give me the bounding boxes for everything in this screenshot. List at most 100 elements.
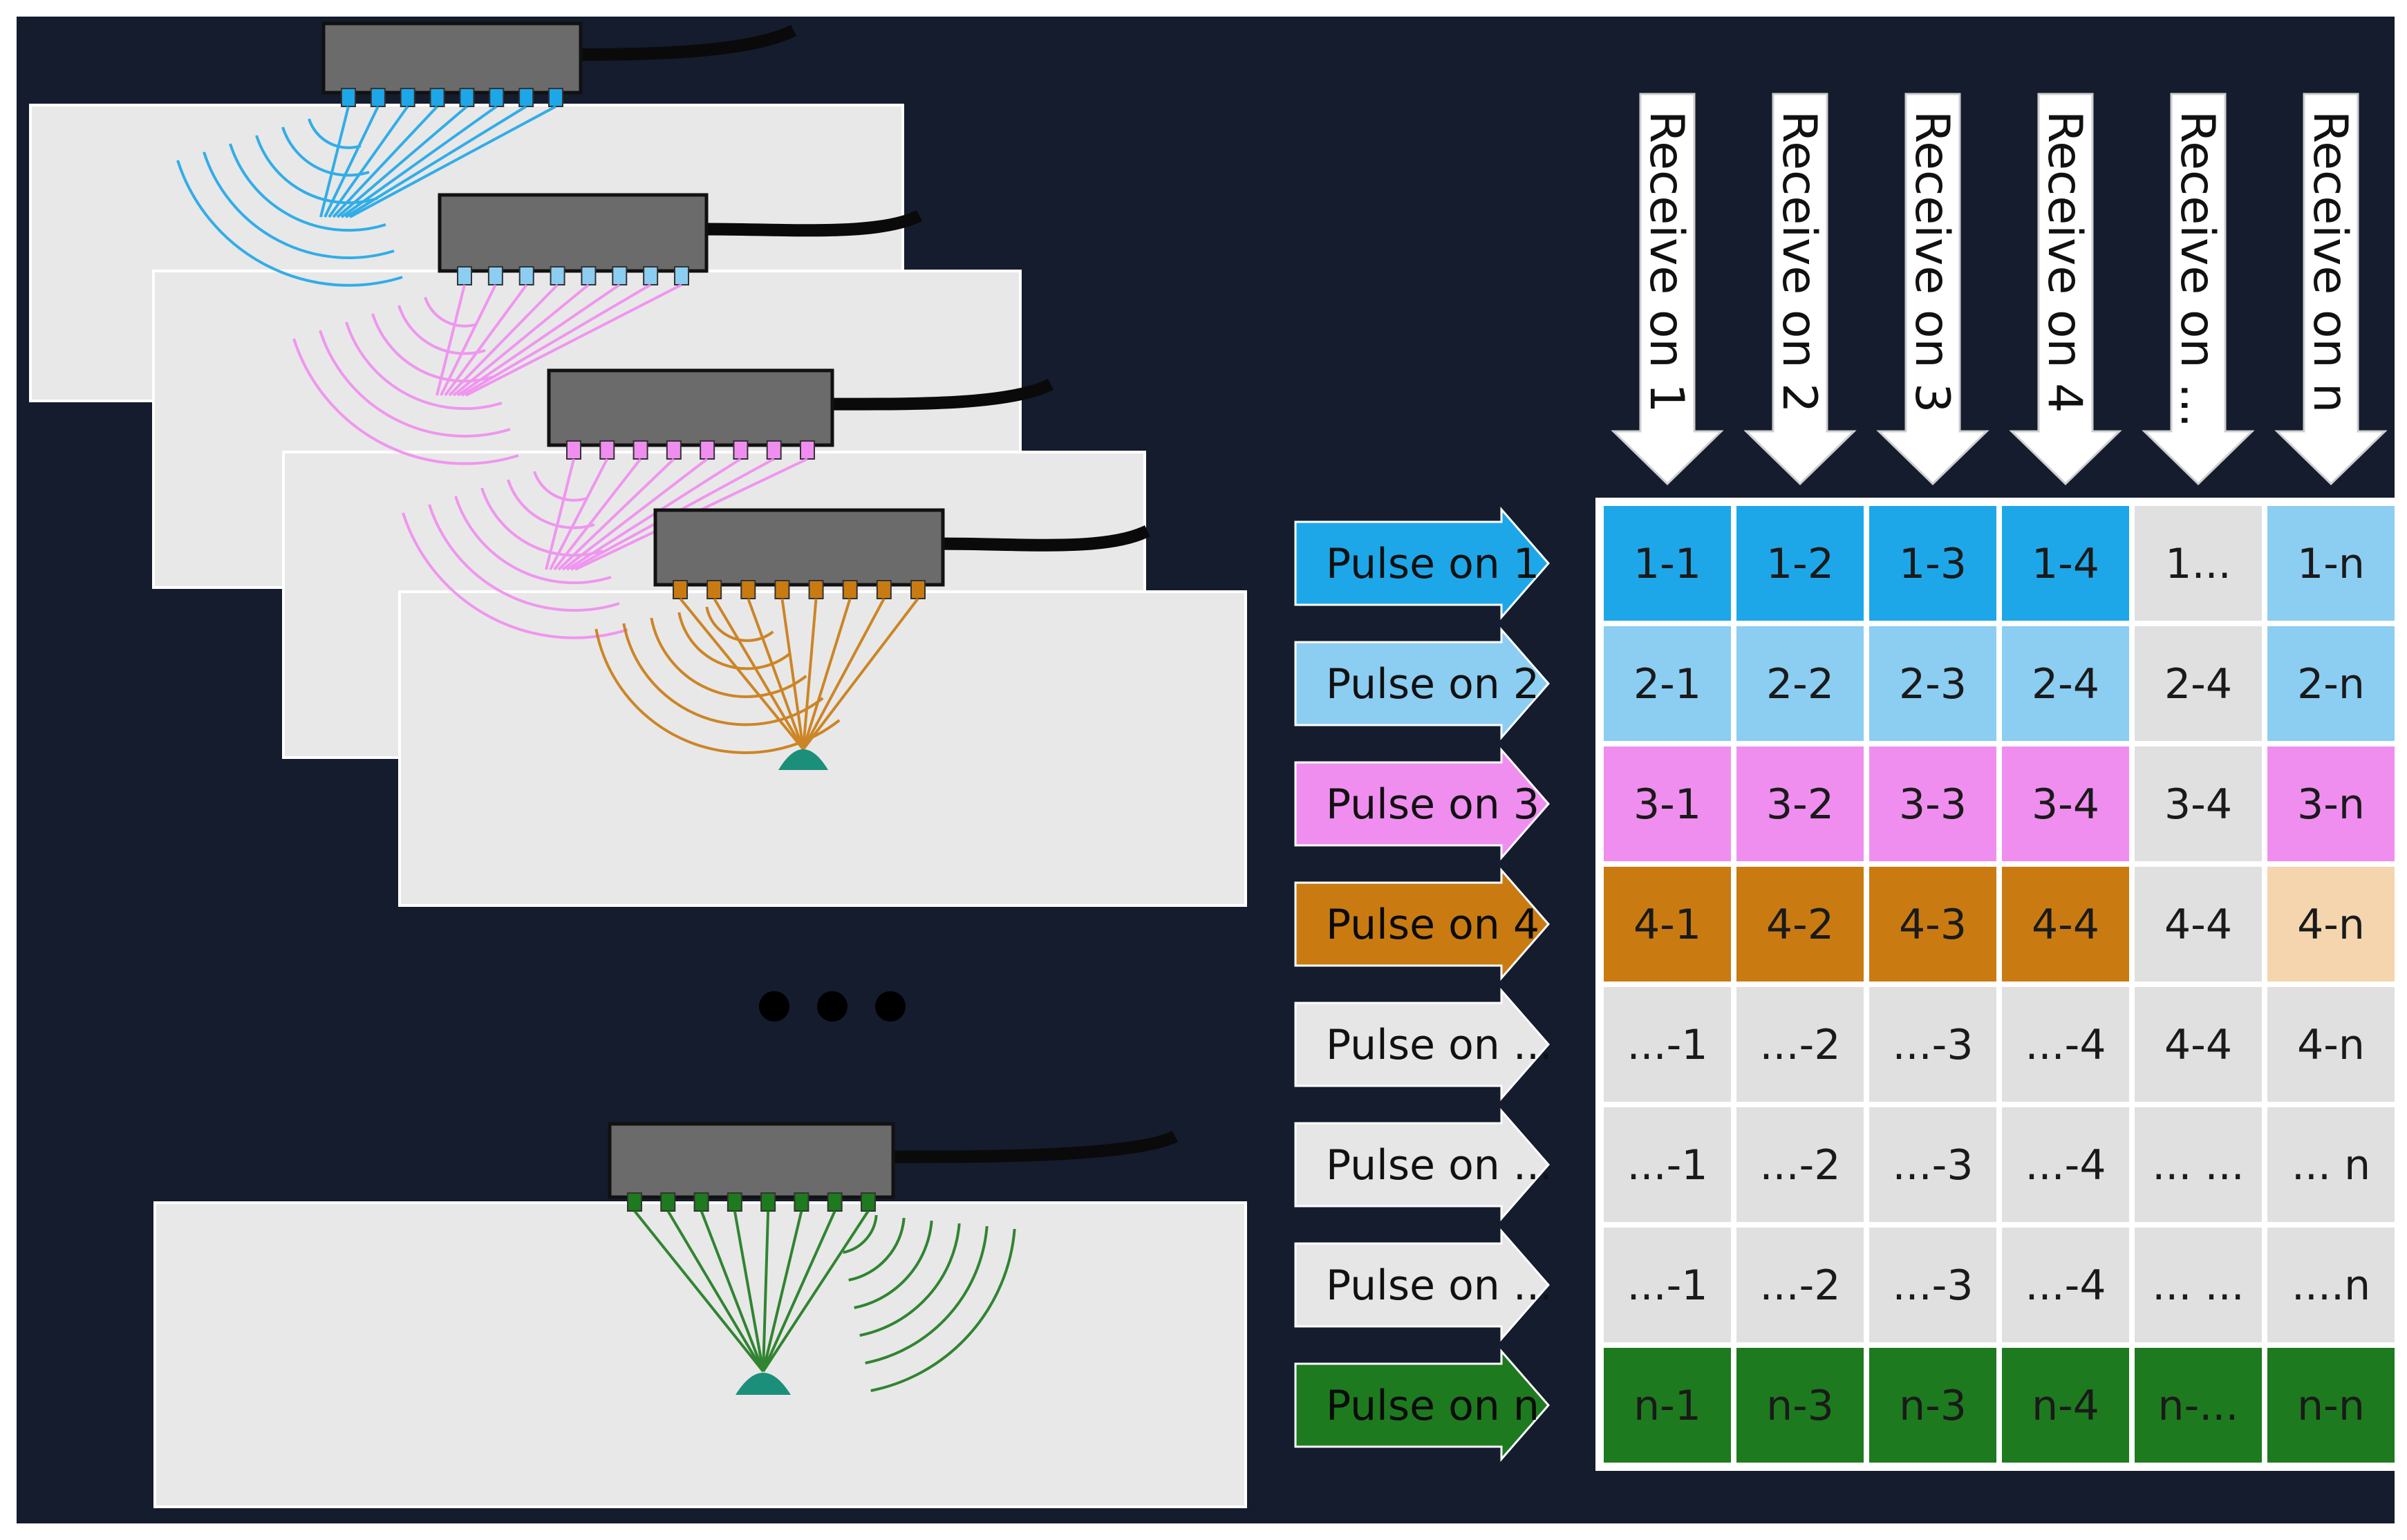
wavefront-arc bbox=[859, 1223, 961, 1337]
matrix-cell-label: 2-4 bbox=[2032, 660, 2099, 708]
matrix-cell: 3-3 bbox=[1869, 746, 1996, 861]
pulse-arrow: Pulse on ... bbox=[1294, 1228, 1553, 1342]
pulse-label: Pulse on ... bbox=[1326, 1021, 1553, 1069]
ray-line bbox=[344, 105, 527, 218]
matrix-cell-bg bbox=[2135, 506, 2262, 621]
matrix-cell-label: ... ... bbox=[2152, 1261, 2245, 1310]
pulse-arrow: Pulse on n bbox=[1294, 1348, 1550, 1463]
matrix-cell: 1-3 bbox=[1869, 506, 1996, 621]
matrix-cell-label: ...-4 bbox=[2025, 1021, 2106, 1069]
matrix-cell-bg bbox=[1736, 626, 1864, 741]
matrix-cell: n-... bbox=[2135, 1348, 2262, 1463]
matrix-cell: 1... bbox=[2135, 506, 2262, 621]
matrix-cell-bg bbox=[1869, 746, 1996, 861]
wavefronts bbox=[176, 105, 556, 287]
matrix-cell: 1-1 bbox=[1604, 506, 1731, 621]
probe-cable bbox=[832, 378, 1054, 411]
matrix-cell: 2-3 bbox=[1869, 626, 1996, 741]
matrix-cell: ...-1 bbox=[1604, 1107, 1731, 1222]
wavefront-arc bbox=[319, 330, 511, 438]
matrix-cell-label: 4-2 bbox=[1766, 901, 1834, 949]
matrix-cell-label: n-3 bbox=[1766, 1382, 1834, 1430]
matrix-cell: ...-2 bbox=[1736, 987, 1864, 1102]
matrix-cell-bg bbox=[2267, 746, 2395, 861]
pulse-arrow: Pulse on 1 bbox=[1294, 506, 1550, 621]
pulse-arrow-shape bbox=[1294, 867, 1550, 982]
matrix-cell-label: ...-1 bbox=[1627, 1261, 1707, 1310]
ray-line bbox=[733, 1210, 765, 1372]
receive-arrow: Receive on ... bbox=[2142, 93, 2255, 486]
matrix-cell-label: ...-2 bbox=[1759, 1261, 1840, 1310]
matrix-cell-label: 2-4 bbox=[2164, 660, 2232, 708]
matrix-cell-label: ... ... bbox=[2152, 1141, 2245, 1190]
pulse-label: Pulse on 1 bbox=[1326, 540, 1539, 588]
matrix-cell-bg bbox=[1736, 987, 1864, 1102]
pulse-label: Pulse on ... bbox=[1326, 1141, 1553, 1190]
matrix-cell-bg bbox=[2135, 1107, 2262, 1222]
matrix-cell-label: n-1 bbox=[1633, 1382, 1701, 1430]
ray-line bbox=[633, 1210, 765, 1373]
wavefront-arc bbox=[402, 512, 628, 639]
matrix-cell: ... n bbox=[2267, 1107, 2395, 1222]
pulse-arrow-shape bbox=[1294, 746, 1550, 861]
wavefronts bbox=[292, 283, 682, 465]
wavefront-arc bbox=[622, 623, 824, 726]
matrix-cell: ...-2 bbox=[1736, 1107, 1864, 1222]
wavefront-arc bbox=[594, 628, 841, 754]
ray-line bbox=[747, 598, 805, 750]
probe-cable bbox=[942, 525, 1151, 552]
matrix-cell: 2-4 bbox=[2002, 626, 2129, 741]
ray-line bbox=[435, 284, 466, 396]
matrix-cell: n-4 bbox=[2002, 1348, 2129, 1463]
receive-header-label: Receive on 2 bbox=[1772, 111, 1826, 413]
matrix-cell-label: 4-4 bbox=[2032, 901, 2099, 949]
ray-line bbox=[456, 283, 621, 397]
probe-cable bbox=[580, 24, 797, 61]
probe-cable bbox=[706, 209, 923, 237]
matrix-cell: 2-4 bbox=[2135, 626, 2262, 741]
wavefront-arc bbox=[848, 1217, 906, 1281]
matrix-cell-label: 4-3 bbox=[1899, 901, 1967, 949]
matrix-cell-label: 1-4 bbox=[2032, 540, 2099, 588]
matrix-cell-label: n-n bbox=[2297, 1382, 2365, 1430]
wavefront-arc bbox=[229, 143, 386, 232]
ray-line bbox=[802, 598, 852, 750]
wavefront-arc bbox=[454, 496, 612, 585]
ray-line bbox=[549, 458, 609, 570]
wavefront-arc bbox=[281, 126, 370, 177]
ultrasound-probe bbox=[292, 193, 923, 465]
wavefront-arc bbox=[203, 151, 395, 259]
matrix-cell-label: n-3 bbox=[1899, 1382, 1967, 1430]
probe-cable bbox=[892, 1130, 1179, 1163]
matrix-cell-bg bbox=[2135, 1228, 2262, 1342]
receive-header-label: Receive on ... bbox=[2170, 111, 2225, 428]
matrix-cell-label: 3-2 bbox=[1766, 780, 1834, 829]
matrix-cell-label: ...-1 bbox=[1627, 1141, 1707, 1190]
wavefront-arc bbox=[292, 338, 519, 465]
matrix-cell-label: 4-4 bbox=[2164, 901, 2232, 949]
pulse-arrow: Pulse on 3 bbox=[1294, 746, 1550, 861]
matrix-cell-label: 3-1 bbox=[1633, 780, 1701, 829]
wavefront-arc bbox=[870, 1228, 1016, 1392]
matrix-cell-label: 1-2 bbox=[1766, 540, 1834, 588]
matrix-cell-label: 4-1 bbox=[1633, 901, 1701, 949]
matrix-cell-bg bbox=[2002, 746, 2129, 861]
matrix-cell-label: 3-4 bbox=[2032, 780, 2099, 829]
matrix-cell-bg bbox=[1736, 1107, 1864, 1222]
wavefronts bbox=[633, 1210, 1016, 1392]
matrix-cell-label: ...-2 bbox=[1759, 1021, 1840, 1069]
wavefront-arc bbox=[345, 321, 503, 411]
matrix-cell: ... ... bbox=[2135, 1107, 2262, 1222]
matrix-cell: 4-n bbox=[2267, 987, 2395, 1102]
receive-arrow-shape bbox=[1876, 93, 1989, 486]
pulse-arrow-shape bbox=[1294, 506, 1550, 621]
matrix-cell: ....n bbox=[2267, 1228, 2395, 1342]
ultrasound-probe bbox=[608, 1122, 1179, 1395]
matrix-cell-bg bbox=[2002, 1348, 2129, 1463]
matrix-cell: 4-4 bbox=[2135, 867, 2262, 982]
matrix-cell-label: 1-1 bbox=[1633, 540, 1701, 588]
matrix-cell-bg bbox=[1736, 867, 1864, 982]
matrix-cell: 3-2 bbox=[1736, 746, 1864, 861]
matrix-cell: ...-2 bbox=[1736, 1228, 1864, 1342]
ray-line bbox=[319, 106, 350, 218]
